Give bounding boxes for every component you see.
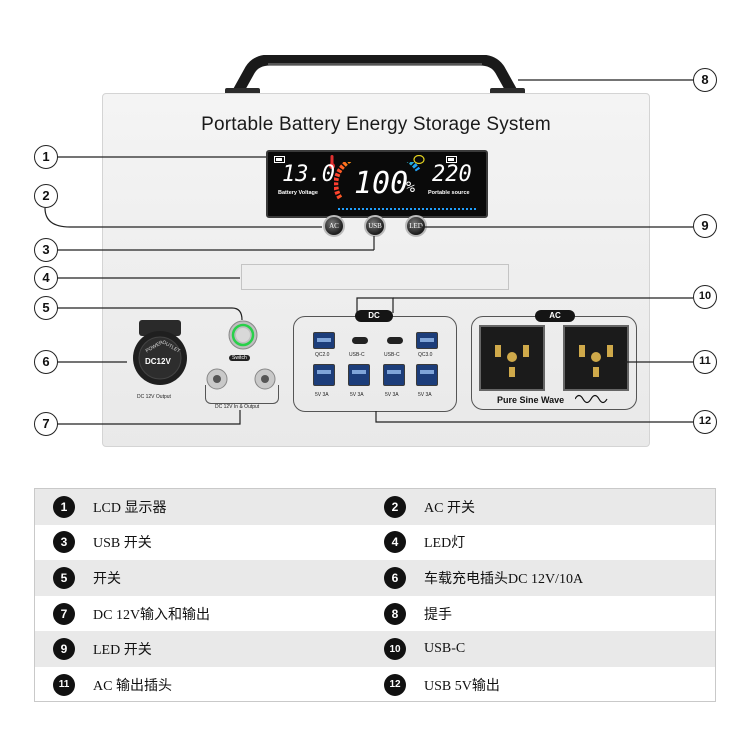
legend-row: 1 LCD 显示器 2 AC 开关 [35,489,715,525]
legend-text: AC 输出插头 [93,675,172,695]
legend-text: LCD 显示器 [93,497,167,517]
callout-leader-lines [0,0,750,470]
legend-row: 11 AC 输出插头 12 USB 5V输出 [35,667,715,703]
legend-number: 12 [384,674,406,696]
legend-number: 3 [53,531,75,553]
callout-5: 5 [34,296,58,320]
legend-text: AC 开关 [424,497,475,517]
legend-text: LED 开关 [93,639,152,659]
callout-6: 6 [34,350,58,374]
legend-row: 9 LED 开关 10 USB-C [35,631,715,667]
legend-number: 9 [53,638,75,660]
legend-text: 提手 [424,604,452,624]
legend-number: 5 [53,567,75,589]
legend-number: 2 [384,496,406,518]
legend-text: DC 12V输入和输出 [93,604,210,624]
legend-number: 8 [384,603,406,625]
callout-2: 2 [34,184,58,208]
legend-text: LED灯 [424,532,465,552]
legend-row: 7 DC 12V输入和输出 8 提手 [35,596,715,632]
legend-number: 7 [53,603,75,625]
callout-10: 10 [693,285,717,309]
callout-8: 8 [693,68,717,92]
legend-text: 车载充电插头DC 12V/10A [424,568,583,588]
callout-11: 11 [693,350,717,374]
legend-row: 3 USB 开关 4 LED灯 [35,525,715,561]
legend-number: 4 [384,531,406,553]
legend-row: 5 开关 6 车载充电插头DC 12V/10A [35,560,715,596]
callout-4: 4 [34,266,58,290]
legend-text: USB-C [424,641,465,657]
legend-number: 1 [53,496,75,518]
legend-text: USB 5V输出 [424,675,500,695]
callout-9: 9 [693,214,717,238]
callout-1: 1 [34,145,58,169]
callout-3: 3 [34,238,58,262]
callout-12: 12 [693,410,717,434]
legend-text: 开关 [93,568,121,588]
legend-text: USB 开关 [93,532,152,552]
legend-number: 10 [384,638,406,660]
legend-number: 11 [53,674,75,696]
legend-table: 1 LCD 显示器 2 AC 开关 3 USB 开关 4 LED灯 5 开关 6 车载充电插… [34,488,716,702]
legend-number: 6 [384,567,406,589]
callout-7: 7 [34,412,58,436]
